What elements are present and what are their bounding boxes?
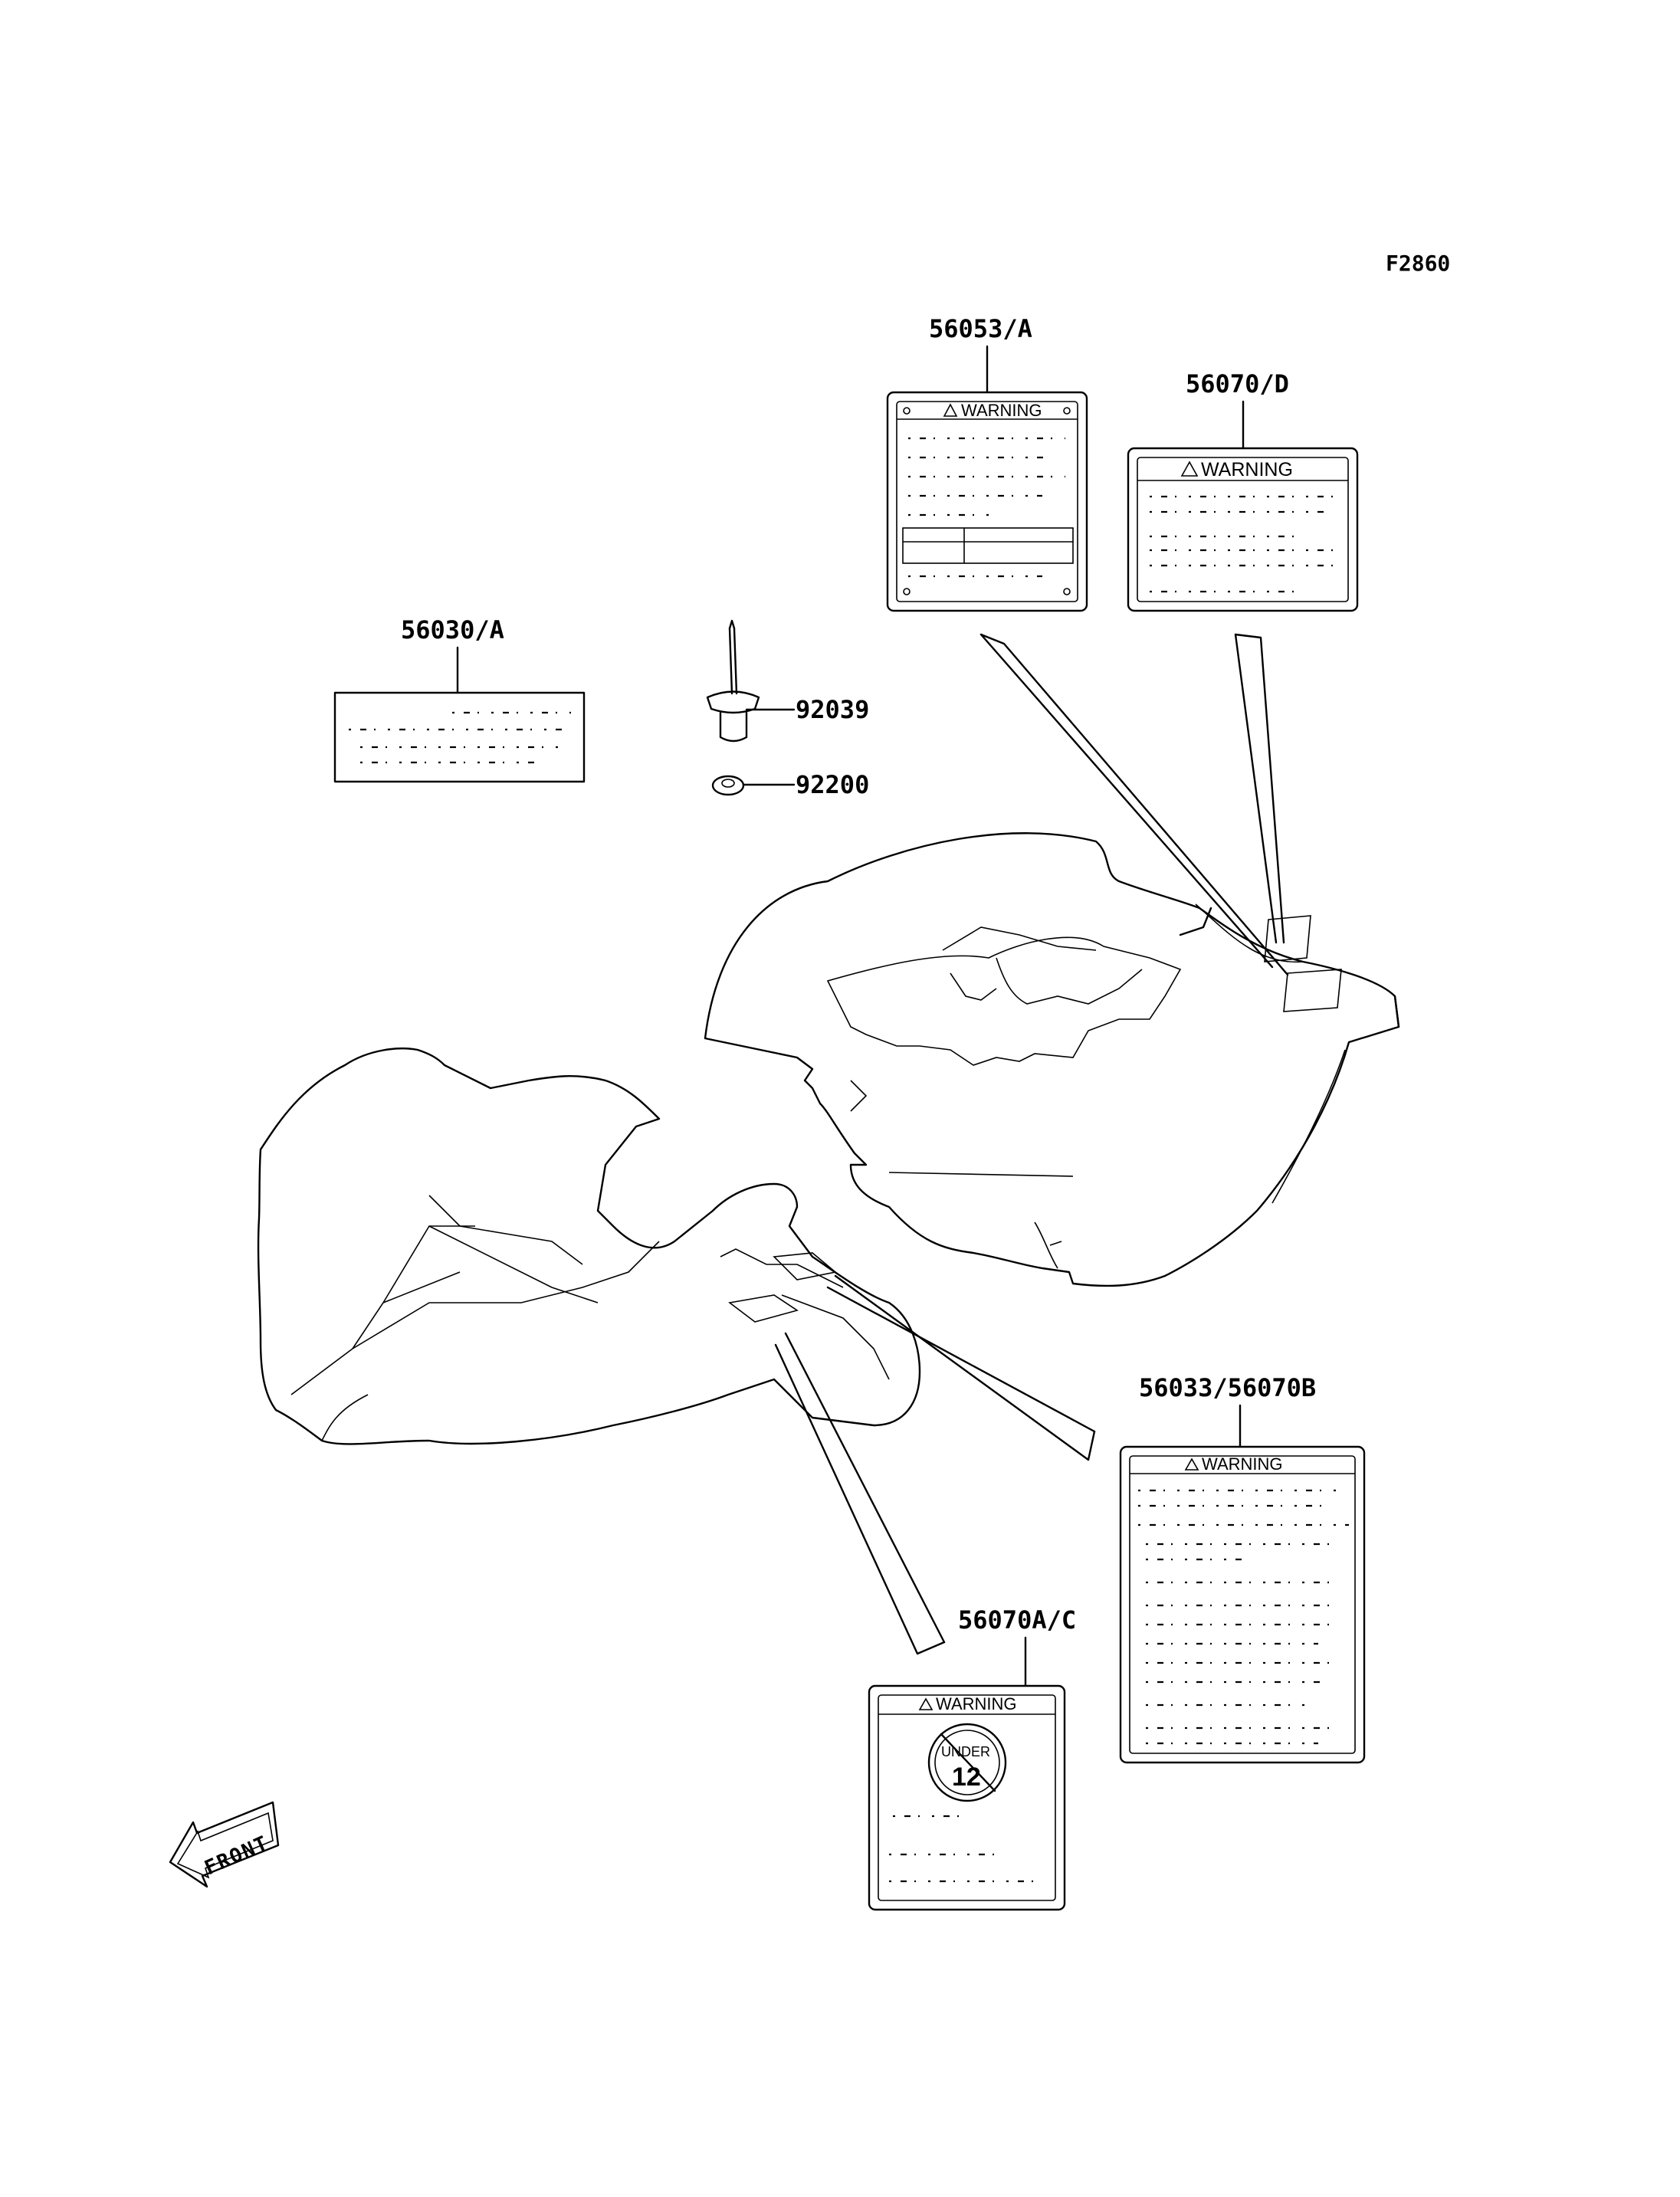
- washer-92200-group: 92200: [711, 770, 869, 799]
- rear-fender: [704, 832, 1400, 1287]
- age-number: 12: [952, 1763, 981, 1792]
- warning-decal-56033: [1119, 1445, 1366, 1764]
- part-label-92039[interactable]: 92039: [796, 695, 869, 724]
- warning-decal-56070d: [1127, 447, 1359, 612]
- decal-warning-text: WARNING: [936, 1694, 1017, 1713]
- warning-triangle-icon: [1184, 1458, 1199, 1471]
- decal-warning-text: WARNING: [961, 401, 1042, 420]
- front-arrow-icon: [169, 1801, 280, 1888]
- part-label-56053[interactable]: 56053/A: [929, 314, 1032, 343]
- part-label-92200[interactable]: 92200: [796, 770, 869, 799]
- decal-warning-text: WARNING: [1201, 459, 1293, 480]
- label-decal-56030: [333, 691, 586, 783]
- rivet-icon: [706, 619, 760, 743]
- decal-placement: [1283, 969, 1342, 1012]
- decal-placement: [728, 1294, 799, 1323]
- part-label-56033[interactable]: 56033/56070B: [1139, 1373, 1316, 1402]
- leader-lines: [774, 633, 1289, 1655]
- under-text: UNDER: [941, 1744, 990, 1759]
- part-label-56030[interactable]: 56030/A: [401, 615, 504, 644]
- decal-56033-group: 56033/56070B WARNING: [1119, 1373, 1366, 1764]
- warning-decal-56053: [886, 391, 1088, 612]
- no-under-12-icon: UNDER 12: [927, 1723, 1007, 1802]
- fender-assembly: [257, 832, 1400, 1445]
- warning-triangle-icon: [1180, 461, 1199, 477]
- warning-decal-56070ac: [868, 1684, 1066, 1911]
- rivet-92039-group: 92039: [706, 619, 869, 743]
- decal-56053-group: 56053/A WARNING: [886, 314, 1088, 612]
- figure-code: F2860: [1386, 251, 1450, 276]
- decal-56070ac-group: 56070A/C WARNING UNDER 12: [868, 1605, 1076, 1911]
- warning-triangle-icon: [943, 403, 958, 417]
- decal-placement: [1264, 915, 1311, 962]
- part-label-56070d[interactable]: 56070/D: [1186, 369, 1289, 398]
- warning-triangle-icon: [918, 1697, 934, 1710]
- decal-56070d-group: 56070/D WARNING: [1127, 369, 1359, 612]
- front-label: FRONT: [202, 1831, 273, 1880]
- decal-56030-group: 56030/A: [333, 615, 586, 783]
- part-label-56070ac[interactable]: 56070A/C: [958, 1605, 1076, 1635]
- decal-placement: [773, 1252, 837, 1280]
- front-fender: [257, 1048, 921, 1445]
- washer-icon: [711, 775, 745, 796]
- decal-warning-text: WARNING: [1202, 1454, 1283, 1474]
- front-direction-arrow[interactable]: FRONT: [169, 1801, 280, 1888]
